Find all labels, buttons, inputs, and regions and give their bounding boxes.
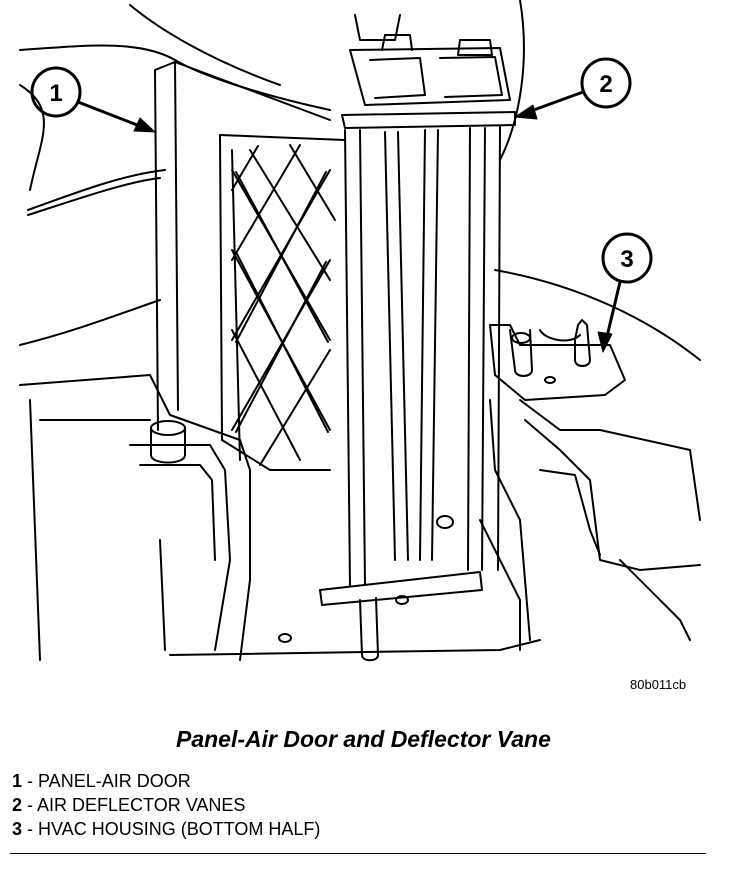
legend-item-2-number: 2 — [12, 795, 23, 815]
callout-3: 3 — [597, 232, 653, 353]
hvac-housing-bottom — [479, 319, 701, 651]
legend-item-2-separator: - — [22, 795, 38, 815]
left-housing — [19, 374, 541, 661]
legend-item-3: 3 - HVAC HOUSING (BOTTOM HALF) — [12, 817, 320, 841]
legend-item-3-label: HVAC HOUSING (BOTTOM HALF) — [38, 819, 321, 839]
callout-2: 2 — [514, 57, 632, 120]
legend-item-2: 2 - AIR DEFLECTOR VANES — [12, 793, 320, 817]
legend-item-1-separator: - — [22, 771, 39, 791]
figure-id: 80b011cb — [630, 677, 687, 692]
figure-caption: Panel-Air Door and Deflector Vane — [176, 726, 551, 752]
callout-2-number: 2 — [599, 71, 612, 98]
technical-illustration: 1 2 3 — [19, 0, 701, 662]
legend-item-1-number: 1 — [12, 771, 23, 791]
panel-air-door — [154, 61, 346, 471]
callout-3-number: 3 — [620, 246, 633, 273]
legend-item-2-label: AIR DEFLECTOR VANES — [37, 795, 246, 815]
air-deflector-vanes — [278, 14, 516, 662]
callout-1-number: 1 — [49, 80, 62, 107]
legend-item-3-separator: - — [22, 819, 39, 839]
legend-list: 1 - PANEL-AIR DOOR 2 - AIR DEFLECTOR VAN… — [12, 769, 320, 841]
legend-item-3-number: 3 — [12, 819, 23, 839]
bottom-divider — [10, 853, 706, 854]
callout-1: 1 — [30, 66, 156, 133]
legend-item-1: 1 - PANEL-AIR DOOR — [12, 769, 320, 793]
legend-item-1-label: PANEL-AIR DOOR — [38, 771, 191, 791]
